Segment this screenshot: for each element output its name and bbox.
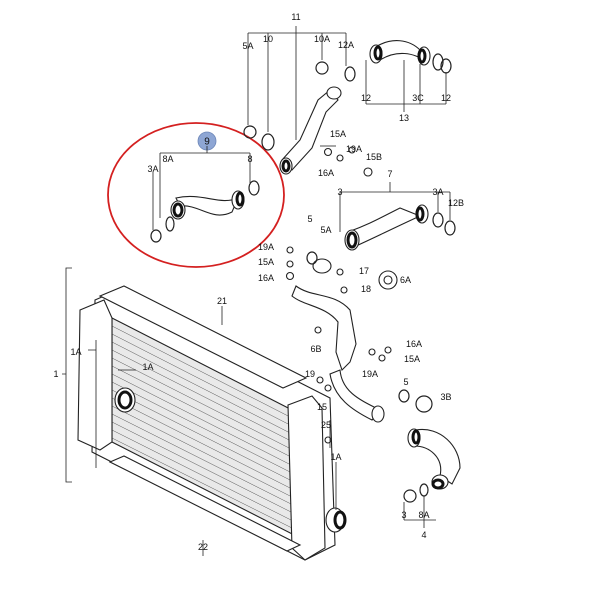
label-19a-mid: 19A [258, 242, 274, 252]
clamp-8a-top [165, 216, 175, 232]
label-5: 5 [307, 214, 312, 224]
o-ring-3a-left [150, 229, 162, 243]
label-11: 11 [291, 12, 300, 22]
label-5a: 5A [242, 41, 253, 51]
clamp-12a [344, 66, 356, 82]
label-10: 10 [263, 34, 273, 44]
flange-5a-mid [306, 251, 332, 274]
label-7: 7 [387, 169, 392, 179]
o-ring-10 [261, 133, 275, 151]
bolt-group-mid [285, 246, 392, 444]
intercooler-radiator [77, 285, 347, 561]
label-1: 1 [53, 369, 58, 379]
o-ring-3a-right [432, 212, 444, 228]
label-3-bottom: 3 [401, 510, 406, 520]
o-ring-3-bottom [403, 489, 417, 503]
label-15a: 15A [330, 129, 346, 139]
label-3a-right: 3A [432, 187, 443, 197]
label-8: 8 [247, 154, 252, 164]
label-3a-left: 3A [147, 164, 158, 174]
highlight-badge[interactable]: 9 [197, 131, 217, 151]
label-12-right: 12 [441, 93, 451, 103]
label-18: 18 [361, 284, 371, 294]
label-1a-inner: 1A [142, 362, 153, 372]
label-10a: 10A [314, 34, 330, 44]
sensor-6a[interactable] [378, 270, 398, 290]
o-ring-5a-top [243, 125, 257, 139]
hose-13[interactable] [369, 40, 431, 66]
radiator-fins [111, 325, 301, 533]
label-21: 21 [217, 296, 227, 306]
o-ring-5-lower [398, 389, 410, 403]
o-ring-3c [432, 53, 444, 71]
label-5-low: 5 [403, 377, 408, 387]
label-15a-low: 15A [404, 354, 420, 364]
label-12b: 12B [448, 198, 464, 208]
charge-pipe-center[interactable] [291, 285, 385, 423]
charge-pipe-10[interactable] [279, 86, 342, 175]
highlight-circle [107, 122, 285, 268]
label-15: 15 [317, 402, 327, 412]
bolt-group-upper [320, 145, 373, 177]
label-12a: 12A [338, 40, 354, 50]
label-19: 19 [305, 369, 315, 379]
label-1a-low: 1A [330, 452, 341, 462]
label-22: 22 [198, 542, 208, 552]
label-6a: 6A [400, 275, 411, 285]
clamp-8a-bottom [419, 483, 429, 497]
label-3: 3 [337, 187, 342, 197]
label-17: 17 [359, 266, 369, 276]
label-19a-low: 19A [362, 369, 378, 379]
o-ring-3b [415, 395, 433, 413]
label-16a-mid: 16A [258, 273, 274, 283]
hose-4[interactable] [407, 428, 461, 490]
label-16a-low: 16A [406, 339, 422, 349]
svg-text:9: 9 [204, 137, 210, 148]
part-labels: 11 5A 10 10A 12A 12 3C 12 13 8A 8 3A 15A… [53, 12, 464, 552]
label-4: 4 [421, 530, 426, 540]
label-25: 25 [321, 420, 331, 430]
hose-9[interactable] [170, 190, 245, 220]
label-3c: 3C [412, 93, 424, 103]
label-1a-left: 1A [70, 347, 81, 357]
label-3b: 3B [440, 392, 451, 402]
label-15a-mid: 15A [258, 257, 274, 267]
label-8a: 8A [162, 154, 173, 164]
clamp-8-top [248, 180, 260, 196]
hose-7[interactable] [344, 204, 429, 251]
label-12: 12 [361, 93, 371, 103]
o-ring-10a [315, 61, 329, 75]
label-15b: 15B [366, 152, 382, 162]
label-13: 13 [399, 113, 409, 123]
label-19a: 19A [346, 144, 362, 154]
clamp-12b [444, 220, 456, 236]
label-8a-bottom: 8A [418, 510, 429, 520]
label-5a-mid: 5A [320, 225, 331, 235]
label-6b: 6B [310, 344, 321, 354]
label-16a: 16A [318, 168, 334, 178]
